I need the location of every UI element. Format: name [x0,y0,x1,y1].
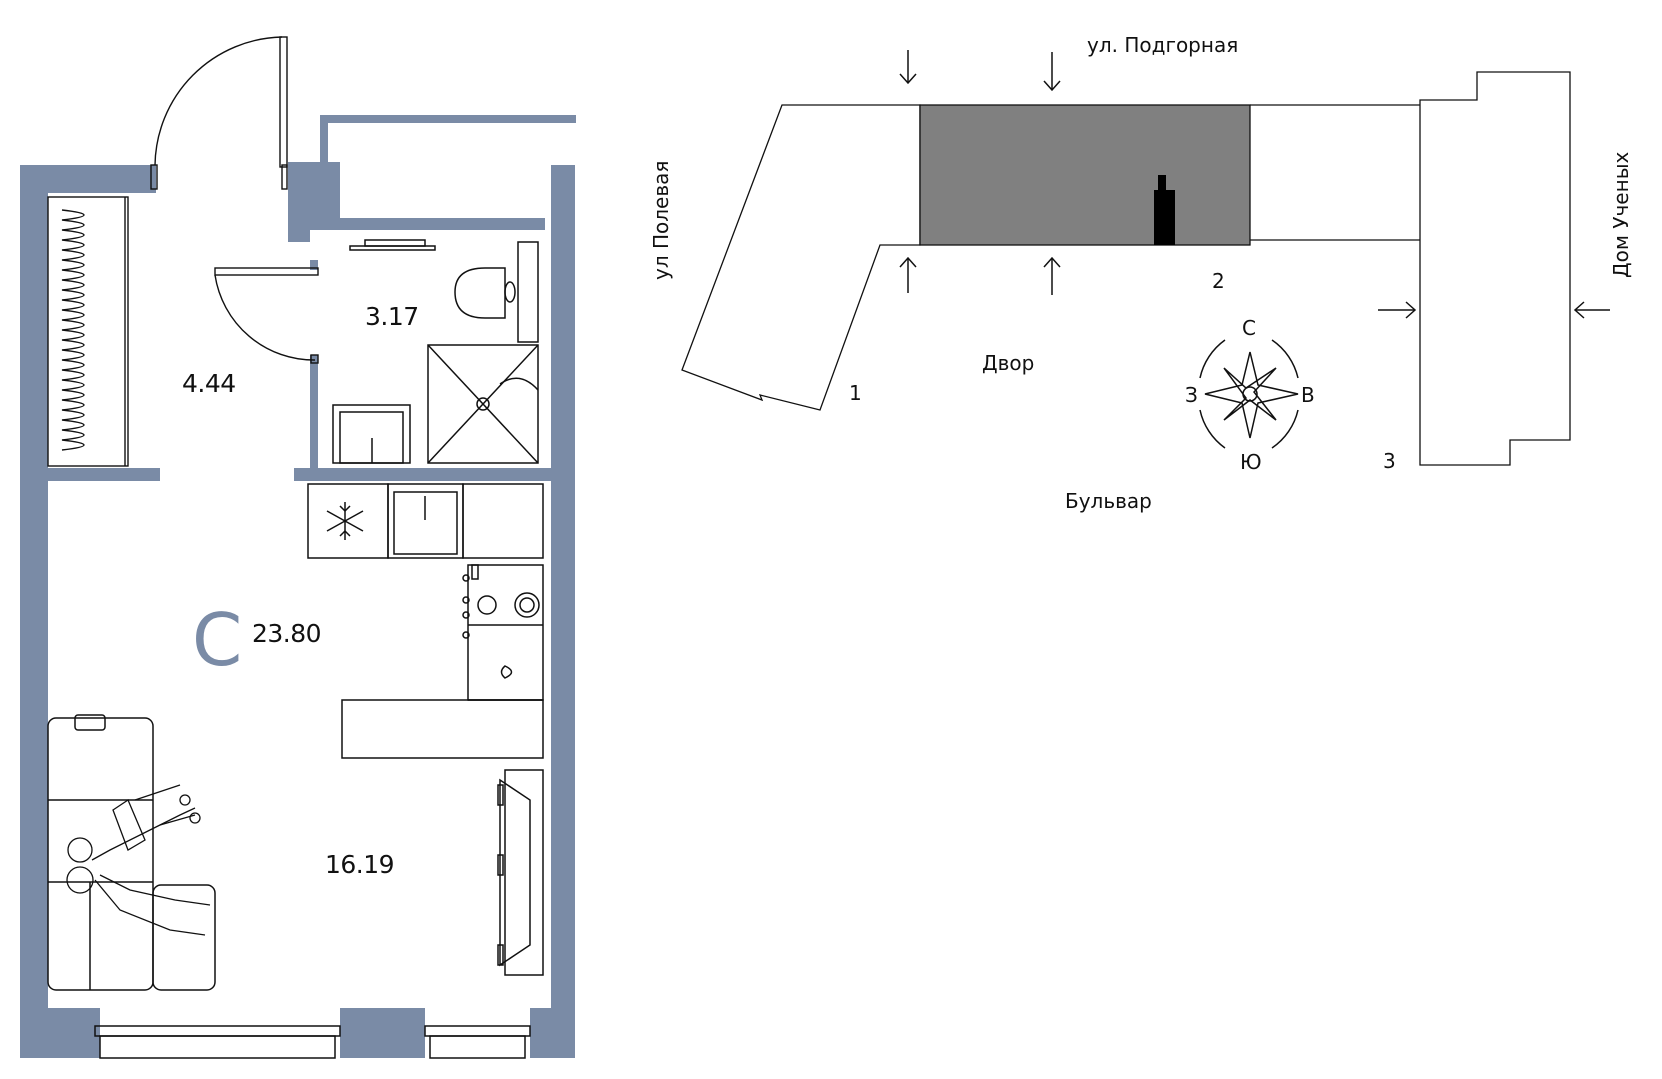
arrow-right-icon [1378,301,1417,319]
building-label-3: 3 [1383,449,1396,473]
snowflake-icon [326,502,364,540]
arrow-left-icon [1573,301,1610,319]
arrow-down-icon [899,50,917,85]
apartment-location-marker [1154,175,1175,245]
windows [94,1025,531,1059]
arrow-up-icon [899,256,917,293]
bathroom-fixtures [332,239,539,464]
highlighted-section [919,104,1251,246]
total-area-label: 23.80 [252,619,321,648]
compass-rose: С В Ю З [1185,316,1315,474]
building-label-1: 1 [849,381,862,405]
street-label-west: ул Полевая [649,161,673,280]
radiator [47,196,129,467]
tv-stand [497,769,544,976]
arrow-up-icon [1043,256,1061,295]
bathroom-area-label: 3.17 [365,302,419,331]
loggia-area-label: 4.44 [182,369,236,398]
arrow-down-icon [1043,52,1061,92]
compass-south-label: Ю [1240,450,1262,474]
building-label-2: 2 [1212,269,1225,293]
yard-label: Двор [982,351,1034,375]
floor-plan: 4.44 3.17 16.19 23.80 С [20,36,576,1059]
compass-east-label: В [1301,383,1315,407]
entry-arrows [899,50,1610,319]
sofa [47,714,216,991]
people-sketch [66,784,211,936]
street-label-east: Дом Ученых [1609,152,1633,278]
kitchen [307,483,544,759]
walls [20,115,576,1058]
apartment-type-letter: С [192,598,242,682]
street-label-south: Бульвар [1065,489,1152,513]
compass-north-label: С [1242,316,1256,340]
entrance-door [150,36,288,190]
street-label-north: ул. Подгорная [1087,33,1238,57]
site-plan: ул. Подгорная ул Полевая Дом Ученых Буль… [649,33,1633,513]
living-area-label: 16.19 [325,850,394,879]
compass-west-label: З [1185,383,1198,407]
compass-star-icon [1204,351,1299,439]
bathroom-door [214,267,319,364]
